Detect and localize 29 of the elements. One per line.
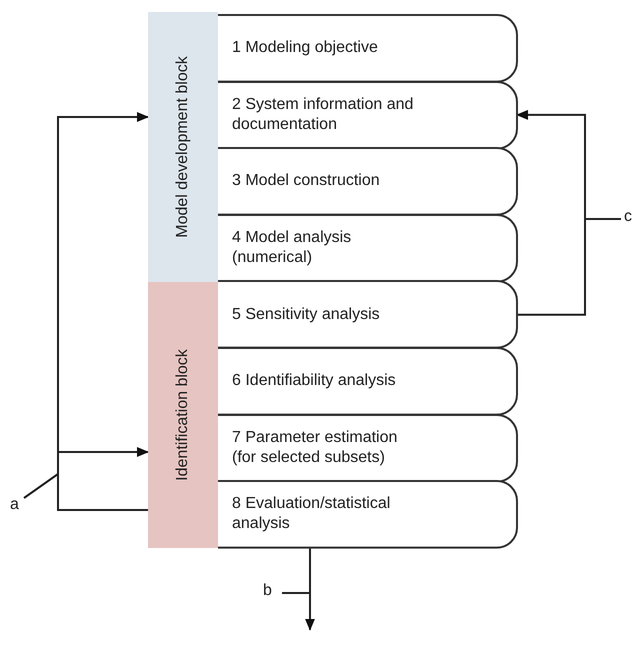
- letter-label: b: [263, 582, 275, 604]
- step-label: 7 Parameter estimation (for selected subsets): [232, 428, 398, 468]
- arrow: [305, 548, 315, 631]
- step-box: [218, 148, 517, 215]
- block-band: [148, 12, 218, 282]
- step-box: [218, 281, 517, 348]
- step-box: [218, 15, 517, 82]
- step-label: 1 Modeling objective: [232, 38, 378, 58]
- arrow: [57, 447, 149, 511]
- block-title: Model development block: [174, 56, 192, 238]
- leader-line: [585, 218, 621, 220]
- block-band: [148, 282, 218, 548]
- letter-label: a: [10, 496, 22, 518]
- letter-label: c: [624, 208, 636, 230]
- step-box: [218, 481, 517, 548]
- step-label: 3 Model construction: [232, 171, 380, 192]
- block-title: Identification block: [174, 349, 192, 481]
- step-label: 5 Sensitivity analysis: [232, 304, 380, 325]
- step-box: [218, 414, 517, 482]
- leader-line: [282, 592, 310, 594]
- step-label: 6 Identifiability analysis: [232, 371, 396, 392]
- arrow: [516, 110, 586, 316]
- step-label: 2 System information and documentation: [232, 94, 414, 135]
- leader-line: [23, 473, 59, 499]
- step-box: [218, 214, 517, 282]
- step-box: [218, 348, 517, 415]
- step-label: 8 Evaluation/statistical analysis: [232, 494, 392, 534]
- step-box: [218, 82, 517, 148]
- step-label: 4 Model analysis (numerical): [232, 228, 352, 268]
